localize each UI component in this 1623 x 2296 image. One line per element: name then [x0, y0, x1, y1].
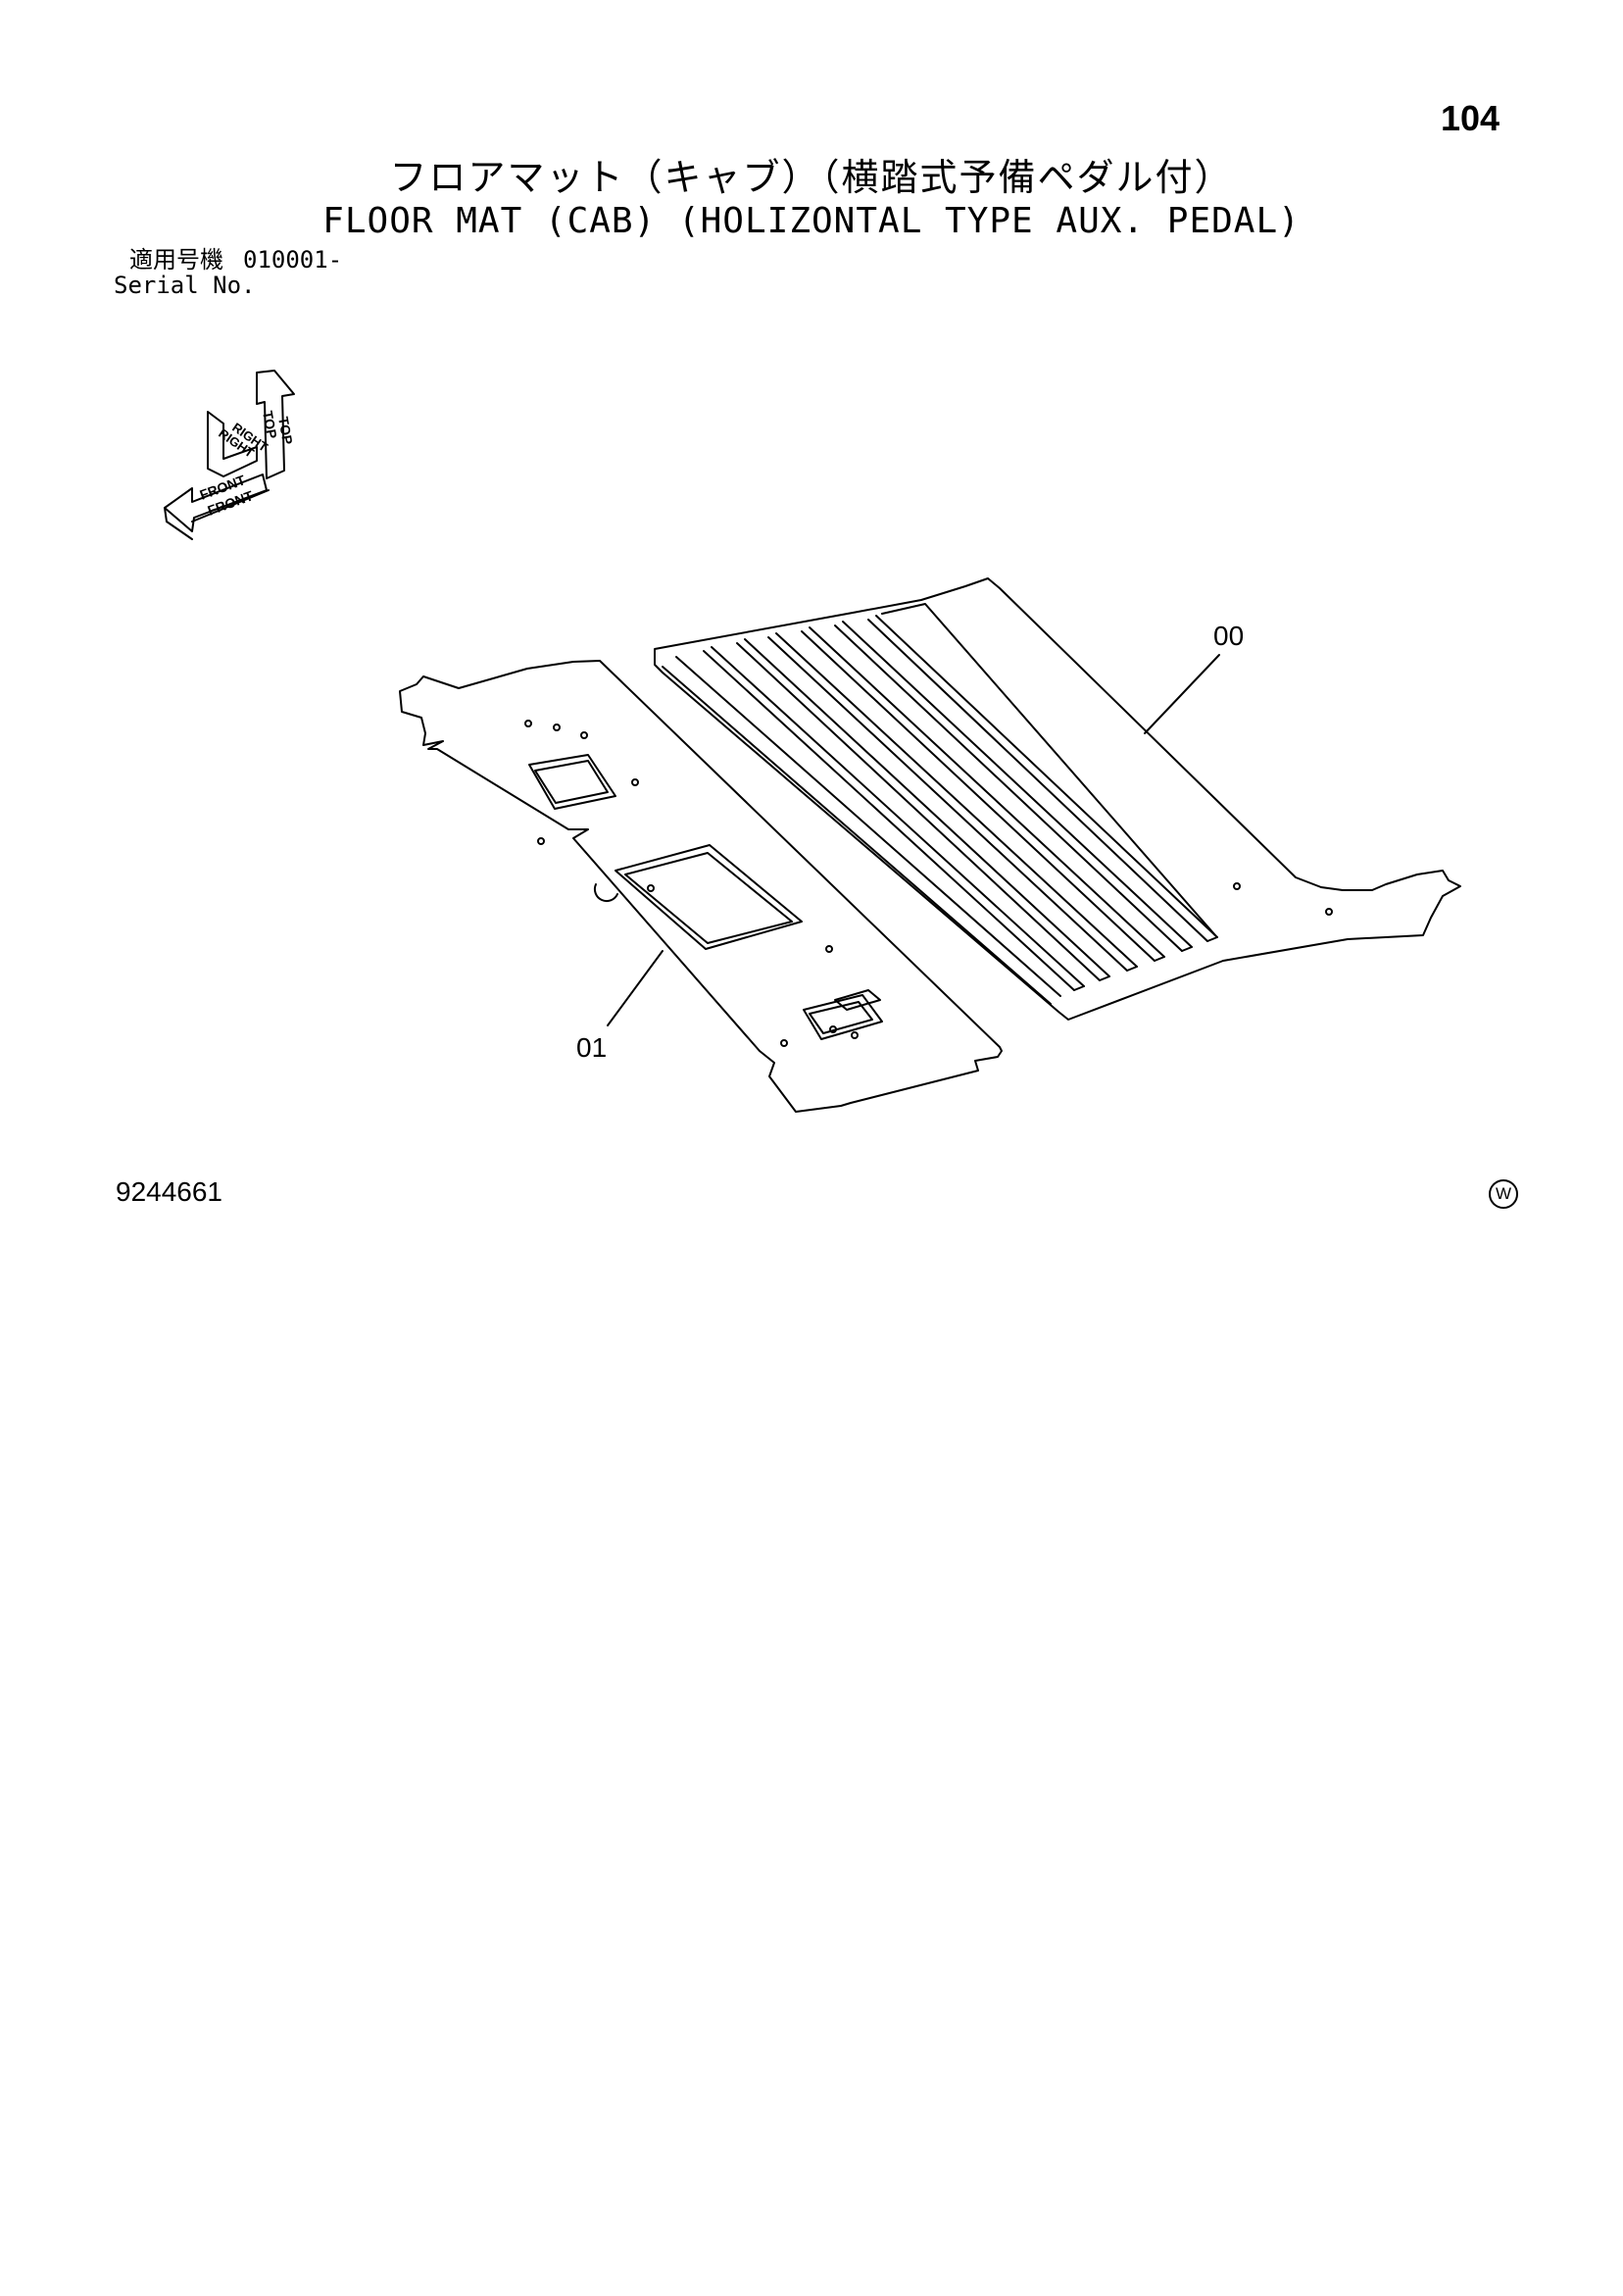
circled-w-mark: W — [1489, 1179, 1518, 1209]
leader-line-01 — [607, 950, 664, 1026]
leader-line-00 — [1144, 654, 1220, 734]
serial-block: 適用号機 010001- Serial No. — [114, 247, 342, 298]
part-01-left-mat — [399, 660, 1003, 1113]
part-00-right-mat — [654, 577, 1461, 1021]
serial-label-en: Serial No. — [114, 272, 256, 299]
orientation-indicator: TOP TOP RIGHT RIGHT FRONT FRONT — [164, 370, 296, 540]
title-japanese: フロアマット（キャブ）（横踏式予備ペダル付） — [389, 156, 1234, 199]
page-number: 104 — [1441, 98, 1500, 138]
title-english: FLOOR MAT (CAB) (HOLIZONTAL TYPE AUX. PE… — [322, 201, 1301, 241]
drawing-number: 9244661 — [116, 1176, 223, 1207]
serial-row: 適用号機 010001- — [114, 247, 342, 273]
callout-00: 00 — [1213, 621, 1244, 651]
serial-value: 010001- — [243, 246, 343, 274]
applicable-label-jp: 適用号機 — [129, 246, 223, 274]
callout-01: 01 — [576, 1032, 607, 1063]
right-arrow-shape — [207, 411, 258, 477]
front-arrow-shape — [164, 474, 268, 532]
orientation-label-top: TOP — [260, 410, 280, 440]
orientation-label-top-2: TOP — [275, 416, 296, 446]
top-arrow-shape — [256, 370, 295, 479]
